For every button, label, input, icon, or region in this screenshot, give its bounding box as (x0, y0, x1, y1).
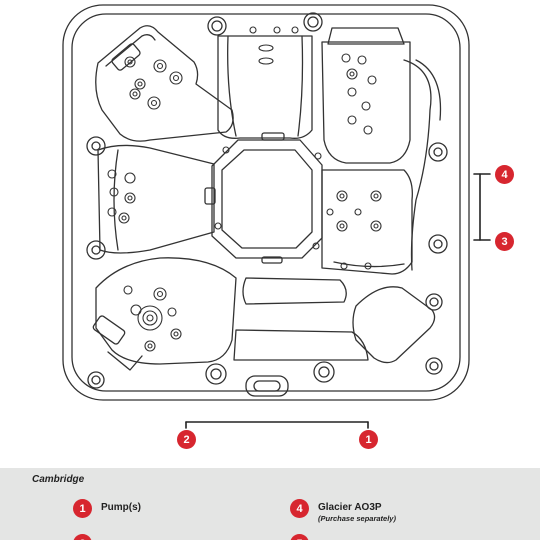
seat-right (321, 169, 413, 275)
legend-label: Glacier AO3P (318, 502, 382, 513)
cushion (352, 286, 436, 364)
lounger-bottom-left (95, 257, 237, 365)
tub-outer-shell (62, 4, 470, 401)
model-name: Cambridge (32, 474, 85, 485)
footwell-inner (221, 149, 313, 249)
footwell (211, 139, 323, 259)
legend-badge-partial-right: 5 (290, 534, 309, 540)
hot-tub-diagram (62, 4, 491, 429)
jets (107, 26, 382, 352)
legend-badge: 4 (290, 499, 309, 518)
callout-4: 4 (495, 165, 514, 184)
legend-note: (Purchase separately) (318, 514, 396, 523)
legend-item-pumps: 1 Pump(s) (73, 499, 141, 518)
lounger-top-left (95, 25, 234, 142)
legend-badge-partial-left: 2 (73, 534, 92, 540)
legend-item-glacier: 4 Glacier AO3P (Purchase separately) (290, 499, 396, 523)
callout-3: 3 (495, 232, 514, 251)
lounger-top-right (321, 41, 411, 164)
callout-1: 1 (359, 430, 378, 449)
seat-left (97, 144, 215, 254)
bottom-bench (233, 329, 369, 361)
control-fixtures (86, 12, 448, 397)
bottom-step (242, 277, 347, 305)
callout-lines (185, 173, 491, 429)
legend-badge: 1 (73, 499, 92, 518)
legend-label: Pump(s) (101, 502, 141, 513)
legend-panel: Cambridge 1 Pump(s) 4 Glacier AO3P (Purc… (0, 468, 540, 540)
seat-top-middle (217, 35, 313, 139)
callout-2: 2 (177, 430, 196, 449)
